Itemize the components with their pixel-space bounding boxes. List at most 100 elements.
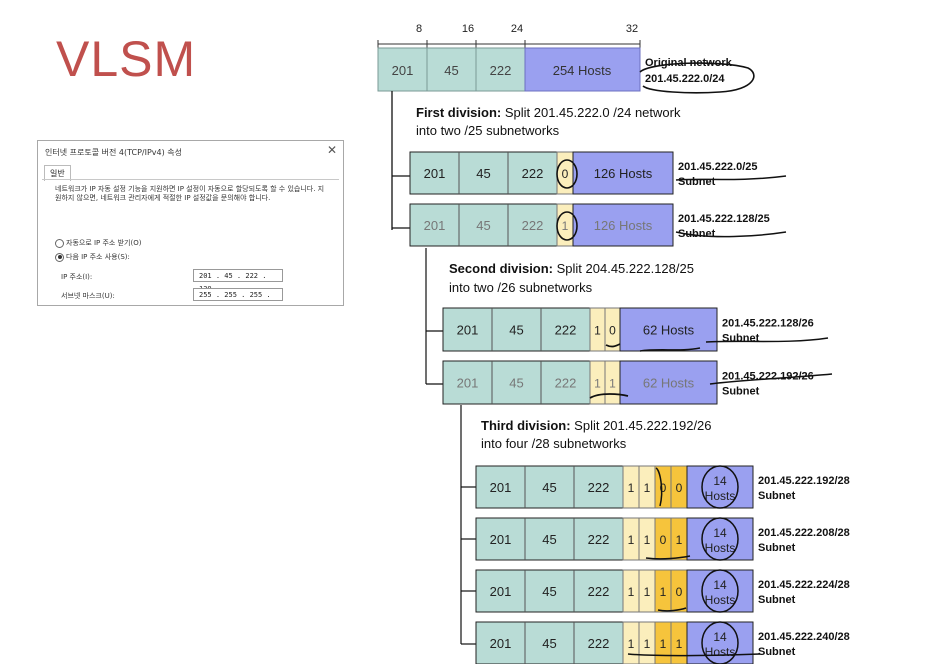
octet-value: 222 xyxy=(555,376,577,391)
subnet-bit-value: 1 xyxy=(644,585,651,599)
octets-block xyxy=(409,203,558,247)
hosts-label: Hosts xyxy=(705,645,736,659)
subnet-bit-value: 1 xyxy=(594,377,601,391)
subnet-mask-label: 서브넷 마스크(U): xyxy=(61,292,115,300)
ip-address-label: IP 주소(I): xyxy=(61,273,93,281)
dialog-title: 인터넷 프로토콜 버전 4(TCP/IPv4) 속성 xyxy=(45,148,182,157)
hosts-label: 126 Hosts xyxy=(594,218,653,233)
subnet-label: Subnet xyxy=(678,176,716,188)
heading-rest: Split 204.45.222.128/25 xyxy=(553,261,694,276)
ipv4-properties-dialog: 인터넷 프로토콜 버전 4(TCP/IPv4) 속성 ✕ 일반 네트워크가 IP… xyxy=(37,140,344,306)
first-division-heading: First division: Split 201.45.222.0 /24 n… xyxy=(416,105,681,120)
radio-on-icon xyxy=(55,252,64,262)
octet-value: 222 xyxy=(522,218,544,233)
octet-value: 201 xyxy=(490,480,512,495)
hosts-count: 14 xyxy=(713,578,727,592)
subnet-bit-value: 1 xyxy=(644,637,651,651)
octet-value: 45 xyxy=(542,480,556,495)
subnet-bit-value: 1 xyxy=(609,377,616,391)
subnet-bit-value: 1 xyxy=(628,585,635,599)
subnet-bit-value: 1 xyxy=(676,637,683,651)
octet-value: 222 xyxy=(588,636,610,651)
radio-manual-ip-label: 다음 IP 주소 사용(S): xyxy=(66,253,130,261)
octet-value: 222 xyxy=(588,480,610,495)
subnet-label: Subnet xyxy=(758,542,796,554)
hosts-block xyxy=(572,203,674,247)
third-division-line2: into four /28 subnetworks xyxy=(481,436,627,451)
original-hosts-block xyxy=(524,47,641,92)
octet-value: 201 xyxy=(490,636,512,651)
octet-value: 45 xyxy=(542,584,556,599)
handwritten-mark xyxy=(605,343,621,348)
subnet-bit-value: 1 xyxy=(676,533,683,547)
octets-block xyxy=(475,517,624,561)
subnet-bit-value: 1 xyxy=(628,533,635,547)
octet-value: 201 xyxy=(424,166,446,181)
subnet-bit-value: 1 xyxy=(660,637,667,651)
bit-mark-label: 24 xyxy=(511,23,523,35)
octet-value: 45 xyxy=(542,636,556,651)
close-icon[interactable]: ✕ xyxy=(326,143,337,157)
original-hosts: 254 Hosts xyxy=(553,63,612,78)
subnet-address: 201.45.222.240/28 xyxy=(758,631,850,643)
octet-value: 45 xyxy=(509,376,523,391)
octet-value: 222 xyxy=(588,584,610,599)
octet-value: 201 xyxy=(490,532,512,547)
third-division-heading: Third division: Split 201.45.222.192/26 xyxy=(481,418,712,433)
heading-bold: First division: xyxy=(416,105,501,120)
octet-value: 222 xyxy=(522,166,544,181)
octet-value: 201 xyxy=(392,63,414,78)
radio-auto-ip[interactable]: 자동으로 IP 주소 받기(O) xyxy=(55,238,141,248)
subnet-bit-value: 0 xyxy=(660,481,667,495)
handwritten-underline xyxy=(675,175,787,181)
subnet-label: Subnet xyxy=(758,646,796,658)
hosts-block xyxy=(619,307,718,352)
tab-general[interactable]: 일반 xyxy=(44,165,71,181)
handwritten-circle xyxy=(701,517,739,561)
radio-auto-ip-label: 자동으로 IP 주소 받기(O) xyxy=(66,239,142,247)
handwritten-underline xyxy=(657,607,687,612)
handwritten-circle xyxy=(701,569,739,613)
hosts-count: 14 xyxy=(713,630,727,644)
octet-value: 201 xyxy=(490,584,512,599)
subnet-address: 201.45.222.208/28 xyxy=(758,527,850,539)
subnet-address: 201.45.222.192/28 xyxy=(758,475,850,487)
radio-manual-ip[interactable]: 다음 IP 주소 사용(S): xyxy=(55,252,130,262)
radio-off-icon xyxy=(55,238,64,248)
subnet-address: 201.45.222.128/25 xyxy=(678,213,770,225)
subnet-address: 201.45.222.192/26 xyxy=(722,371,814,383)
heading-rest: Split 201.45.222.192/26 xyxy=(571,418,712,433)
second-division-heading: Second division: Split 204.45.222.128/25 xyxy=(449,261,694,276)
bit-mark-label: 8 xyxy=(416,23,422,35)
hosts-label: 62 Hosts xyxy=(643,323,695,338)
hosts-label: 62 Hosts xyxy=(643,376,695,391)
octet-value: 201 xyxy=(424,218,446,233)
hosts-label: Hosts xyxy=(705,489,736,503)
handwritten-underline xyxy=(627,653,761,657)
subnet-address: 201.45.222.224/28 xyxy=(758,579,850,591)
subnet-mask-field[interactable]: 255 . 255 . 255 . 192 xyxy=(193,288,283,305)
first-division-line2: into two /25 subnetworks xyxy=(416,123,560,138)
subnet-label: Subnet xyxy=(722,333,760,345)
hosts-block xyxy=(686,569,754,613)
subnet-bit-value: 0 xyxy=(676,481,683,495)
octet-value: 222 xyxy=(588,532,610,547)
handwritten-circle xyxy=(701,465,739,509)
handwritten-underline xyxy=(639,347,701,352)
heading-bold: Second division: xyxy=(449,261,553,276)
subnet-bit-value: 1 xyxy=(628,481,635,495)
octet-value: 201 xyxy=(457,323,479,338)
handwritten-circle xyxy=(701,621,739,664)
subnet-bit-value: 0 xyxy=(660,533,667,547)
hosts-block xyxy=(619,360,718,405)
hosts-count: 14 xyxy=(713,526,727,540)
second-division-line2: into two /26 subnetworks xyxy=(449,280,593,295)
octet-value: 201 xyxy=(457,376,479,391)
handwritten-circle xyxy=(556,159,578,189)
subnet-bit-value: 1 xyxy=(594,324,601,338)
octet-value: 45 xyxy=(542,532,556,547)
subnet-bit-value: 0 xyxy=(609,324,616,338)
bit-mark-label: 16 xyxy=(462,23,474,35)
subnet-bit-value: 1 xyxy=(562,219,569,233)
bit-mark-label: 32 xyxy=(626,23,638,35)
